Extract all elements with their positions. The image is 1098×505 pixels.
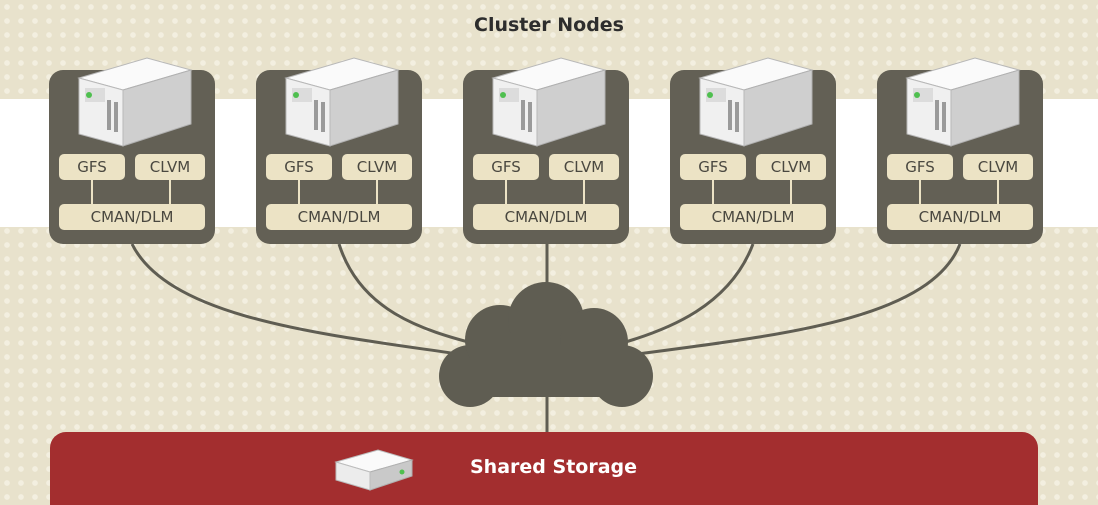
stack-connector (505, 180, 507, 204)
cman-dlm-label: CMAN/DLM (680, 204, 826, 230)
server-icon (77, 57, 193, 147)
cluster-node: GFS CLVM CMAN/DLM (49, 57, 215, 244)
cman-dlm-label: CMAN/DLM (266, 204, 412, 230)
stack-connector (298, 180, 300, 204)
disk-icon (334, 449, 414, 491)
shared-storage-bar: Shared Storage (50, 432, 1038, 505)
server-icon (491, 57, 607, 147)
gfs-label: GFS (680, 154, 746, 180)
gfs-label: GFS (473, 154, 539, 180)
cman-dlm-label: CMAN/DLM (473, 204, 619, 230)
link-node-1 (130, 243, 466, 357)
stack-connector (790, 180, 792, 204)
cman-dlm-label: CMAN/DLM (887, 204, 1033, 230)
cluster-node: GFS CLVM CMAN/DLM (463, 57, 629, 244)
cloud-icon (439, 282, 653, 407)
server-icon (905, 57, 1021, 147)
storage-label: Shared Storage (470, 456, 638, 478)
stack-connector (919, 180, 921, 204)
link-node-5 (629, 243, 962, 357)
gfs-label: GFS (887, 154, 953, 180)
clvm-label: CLVM (342, 154, 412, 180)
cman-dlm-label: CMAN/DLM (59, 204, 205, 230)
stack-connector (997, 180, 999, 204)
stack-connector (376, 180, 378, 204)
stack-connector (169, 180, 171, 204)
stack-connector (583, 180, 585, 204)
clvm-label: CLVM (756, 154, 826, 180)
link-node-4 (614, 243, 755, 347)
stack-connector (91, 180, 93, 204)
server-icon (284, 57, 400, 147)
stack-connector (712, 180, 714, 204)
cluster-node: GFS CLVM CMAN/DLM (256, 57, 422, 244)
gfs-label: GFS (59, 154, 125, 180)
clvm-label: CLVM (135, 154, 205, 180)
cluster-node: GFS CLVM CMAN/DLM (670, 57, 836, 244)
diagram-title: Cluster Nodes (474, 14, 624, 36)
gfs-label: GFS (266, 154, 332, 180)
clvm-label: CLVM (963, 154, 1033, 180)
server-icon (698, 57, 814, 147)
cluster-node: GFS CLVM CMAN/DLM (877, 57, 1043, 244)
clvm-label: CLVM (549, 154, 619, 180)
link-node-2 (337, 243, 481, 347)
